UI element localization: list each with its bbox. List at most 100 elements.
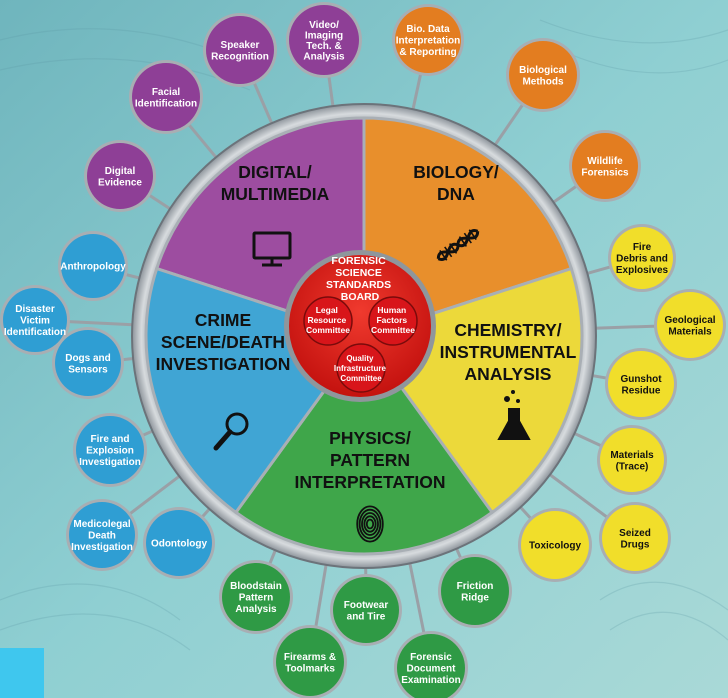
subcommittee-materials-trace[interactable]: Materials(Trace) (597, 425, 667, 495)
subcommittee-label-line: Sensors (68, 364, 108, 375)
subcommittee-disc (3, 288, 67, 352)
segment-label-line: INVESTIGATION (156, 354, 291, 374)
segment-label-line: INTERPRETATION (294, 472, 445, 492)
center-disc (289, 255, 431, 397)
subcommittee-firearms[interactable]: Firearms &Toolmarks (273, 625, 347, 698)
subcommittee-label-line: Geological (664, 315, 715, 326)
subcommittee-label-line: Examination (401, 675, 460, 686)
subcommittee-disc (441, 557, 509, 625)
subcommittee-disc (222, 563, 290, 631)
subcommittee-label-line: Analysis (303, 51, 345, 62)
center-title-line: SCIENCE (335, 267, 382, 279)
subcommittee-label-line: Forensics (581, 167, 629, 178)
subcommittee-label-line: Drugs (621, 539, 650, 550)
subcommittee-anthropology[interactable]: Anthropology (58, 231, 128, 301)
dna-icon (436, 229, 480, 261)
subcommittee-disc (572, 133, 638, 199)
segment-label-line: DIGITAL/ (238, 162, 312, 182)
subcommittee-toxicology[interactable]: Toxicology (518, 508, 592, 582)
segment-label-line: CRIME (195, 310, 251, 330)
subcommittee-label-line: Odontology (151, 539, 208, 550)
committee-human-factors[interactable]: Human Factors Committee (368, 296, 418, 346)
subcommittee-label: Anthropology (60, 262, 126, 273)
segment-label-line: ANALYSIS (465, 364, 552, 384)
subcommittee-disc (132, 63, 200, 131)
segment-physics-wedge (233, 333, 495, 556)
background-texture (0, 19, 728, 651)
subcommittee-label-line: Materials (668, 326, 712, 337)
magnifier-icon (213, 412, 249, 451)
subcommittee-label-line: and Tire (347, 611, 386, 622)
committee-label: Legal (316, 305, 338, 315)
center-title-line: STANDARDS (326, 279, 391, 291)
subcommittee-odontology[interactable]: Odontology (143, 507, 215, 579)
segment-label-line: CHEMISTRY/ (454, 320, 561, 340)
subcommittee-disc (600, 428, 664, 492)
subcommittee-label-line: Recognition (211, 51, 269, 62)
segment-label-line: BIOLOGY/ (413, 162, 499, 182)
subcommittee-label-line: Bloodstain (230, 581, 282, 592)
subcommittee-label-line: Medicolegal (73, 519, 130, 530)
committee-quality[interactable]: Quality Infrastructure Committee (334, 343, 388, 393)
fssb-center: FORENSIC SCIENCE STANDARDS BOARD Legal R… (284, 250, 436, 402)
segment-biology-label: BIOLOGY/DNA (413, 162, 499, 204)
subcommittee-label-line: Investigation (71, 542, 133, 553)
segment-digital-label: DIGITAL/MULTIMEDIA (221, 162, 330, 204)
segment-label-line: PHYSICS/ (329, 428, 411, 448)
subcommittee-disc (602, 505, 668, 571)
subcommittee-disc (521, 511, 589, 579)
subcommittee-label: Materials(Trace) (610, 450, 654, 473)
committee-legal[interactable]: Legal Resource Committee (303, 296, 353, 346)
committee-label: Infrastructure (334, 364, 387, 373)
svg-text:Quality Infrastructure: Quality Infrastructure Committee (334, 354, 388, 383)
committee-label: Quality (346, 354, 374, 363)
subcommittee-label-line: Ridge (461, 592, 489, 603)
subcommittee-label-line: Analysis (235, 604, 277, 615)
subcommittee-label: Odontology (151, 539, 208, 550)
flask-icon (497, 390, 531, 440)
subcommittee-disc (611, 227, 673, 289)
subcommittee-label-line: Toolmarks (285, 663, 335, 674)
subcommittee-disc (333, 577, 399, 643)
subcommittee-label-line: Pattern (239, 593, 273, 604)
subcommittee-disc (395, 7, 461, 73)
subcommittee-label: Toxicology (529, 541, 581, 552)
subcommittee-disc (289, 5, 359, 75)
subcommittee-disc (657, 292, 723, 358)
subcommittee-label-line: Footwear (344, 600, 389, 611)
corner-tab (0, 648, 44, 698)
subcommittee-disc (509, 41, 577, 109)
